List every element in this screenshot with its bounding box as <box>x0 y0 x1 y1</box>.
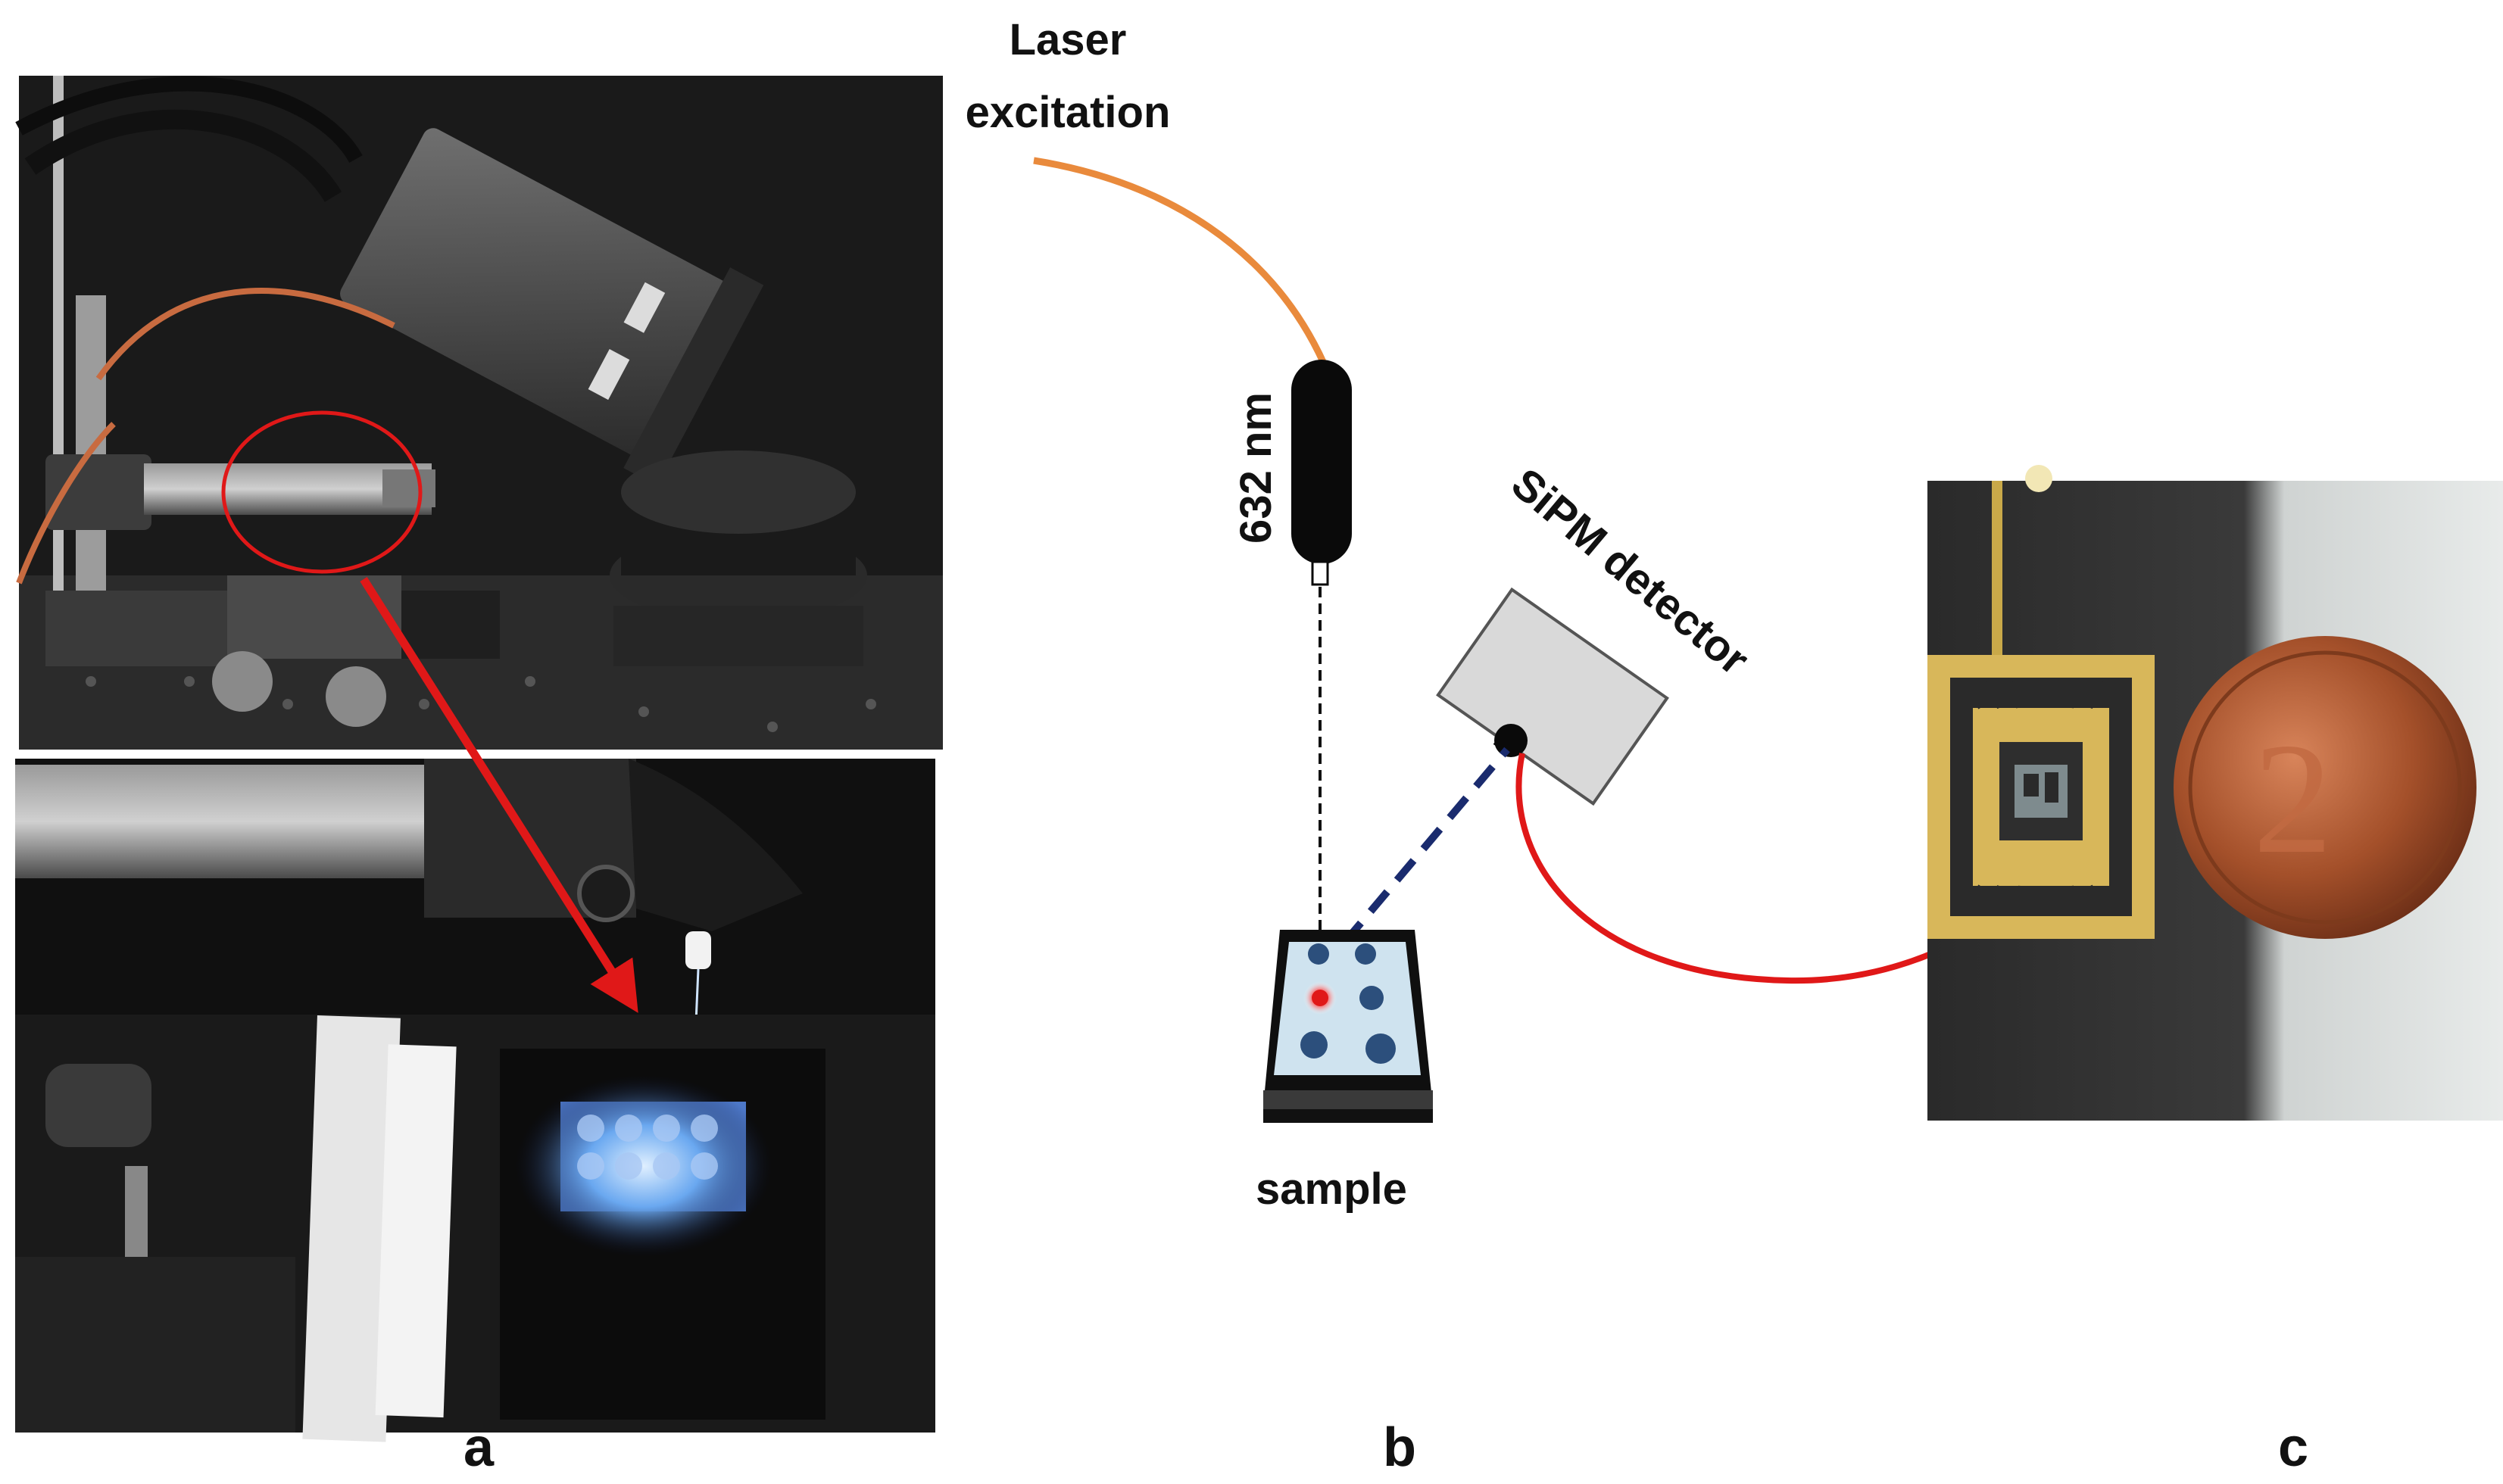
sipm-die <box>2015 765 2068 818</box>
panel-label-b: b <box>1383 1417 1416 1478</box>
panel-a-photos <box>15 76 943 1442</box>
sample-label: sample <box>1256 1164 1407 1214</box>
closeup-photo <box>15 759 935 1442</box>
fiber-cable <box>1033 157 1328 365</box>
panel-label-a: a <box>463 1417 495 1478</box>
sipm-detector <box>1436 587 1669 806</box>
svg-text:2: 2 <box>2253 711 2333 887</box>
coin: 2 <box>2174 636 2476 939</box>
sample-plate <box>1263 930 1433 1123</box>
setup-photo <box>15 76 943 750</box>
zoom-arrow <box>360 577 638 1013</box>
laser-label-line1: Laser <box>1010 15 1127 64</box>
panel-c-chip-photo: 2 <box>1927 465 2503 1121</box>
emission-path <box>1341 747 1510 946</box>
wavelength-label: 632 nm <box>1231 392 1281 544</box>
panel-label-c: c <box>2278 1417 2308 1478</box>
panel-b-schematic: Laser excitation 632 nm SiPM detector sa… <box>966 15 2079 1214</box>
laser-label-line2: excitation <box>966 88 1171 137</box>
laser-tip <box>1311 560 1329 586</box>
highlight-circle <box>221 410 423 574</box>
laser-head <box>1291 360 1352 564</box>
